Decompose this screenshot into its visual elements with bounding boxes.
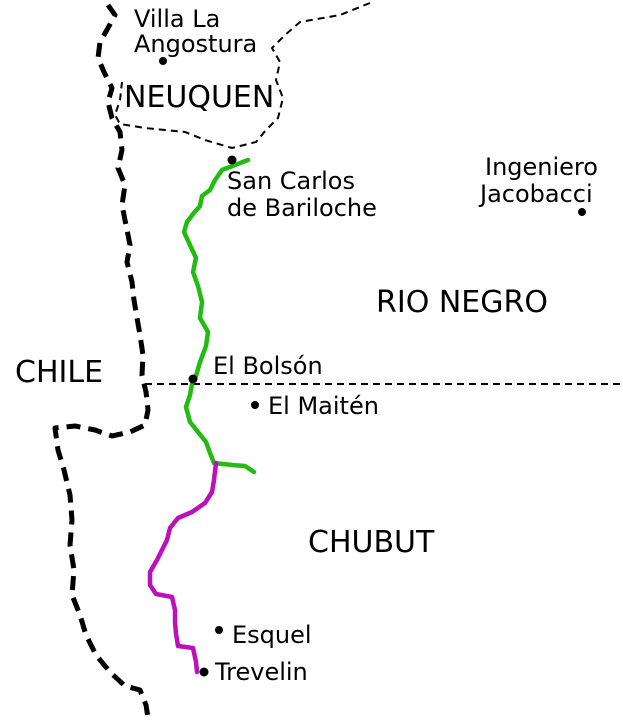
route-junction-trevelin xyxy=(147,460,219,675)
villa-la-angostura-dot xyxy=(159,57,167,65)
esquel-dot xyxy=(215,626,223,634)
label-region-rio-negro: RIO NEGRO xyxy=(376,285,548,320)
label-el-bolson: El Bolsón xyxy=(213,352,323,380)
el-bolson-dot xyxy=(188,374,198,384)
label-region-chile: CHILE xyxy=(15,355,103,390)
label-el-maiten: El Maitén xyxy=(268,392,379,420)
label-region-neuquen: NEUQUEN xyxy=(124,80,274,115)
el-maiten-dot xyxy=(251,401,259,409)
label-region-chubut: CHUBUT xyxy=(308,525,435,560)
trevelin-dot xyxy=(199,667,209,677)
bariloche-dot xyxy=(227,155,237,165)
route-bariloche-bolson xyxy=(181,157,257,475)
label-villa-la-angostura: Villa La Angostura xyxy=(134,5,257,58)
label-esquel: Esquel xyxy=(232,621,312,649)
jacobacci-dot xyxy=(578,208,586,216)
chile-border xyxy=(52,3,151,719)
label-bariloche: San Carlos de Bariloche xyxy=(227,167,377,222)
label-trevelin: Trevelin xyxy=(214,658,308,686)
label-jacobacci: Ingeniero Jacobacci xyxy=(478,153,606,208)
